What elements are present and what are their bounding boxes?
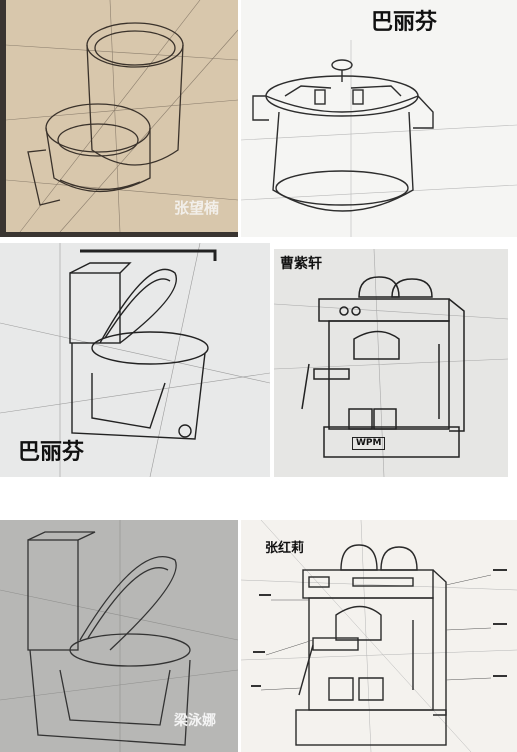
pressure-cooker-drawing: [241, 0, 517, 237]
author-name: 张望楠: [174, 199, 220, 217]
sketch-panel-toilet-2: 梁泳娜: [0, 520, 238, 752]
author-name: 巴丽芬: [18, 440, 85, 465]
logo-badge: WPM: [352, 437, 386, 450]
toilet-drawing: [0, 243, 270, 477]
author-name: 梁泳娜: [174, 713, 216, 729]
sketch-panel-espresso-machine-2: 张红莉: [241, 520, 517, 752]
author-name: 曹紫轩: [280, 256, 322, 272]
sketch-panel-air-fryer: 张望楠: [0, 0, 238, 237]
sketch-panel-espresso-machine: 曹紫轩 WPM: [274, 249, 508, 477]
sketch-panel-toilet: 巴丽芬: [0, 243, 270, 477]
espresso-machine-drawing-2: [241, 520, 517, 752]
author-name: 巴丽芬: [371, 10, 438, 35]
sketch-panel-pressure-cooker: 巴丽芬: [241, 0, 517, 237]
toilet-drawing-2: [0, 520, 238, 752]
author-name: 张红莉: [265, 541, 305, 556]
air-fryer-drawing: [0, 0, 238, 237]
espresso-machine-drawing: [274, 249, 508, 477]
